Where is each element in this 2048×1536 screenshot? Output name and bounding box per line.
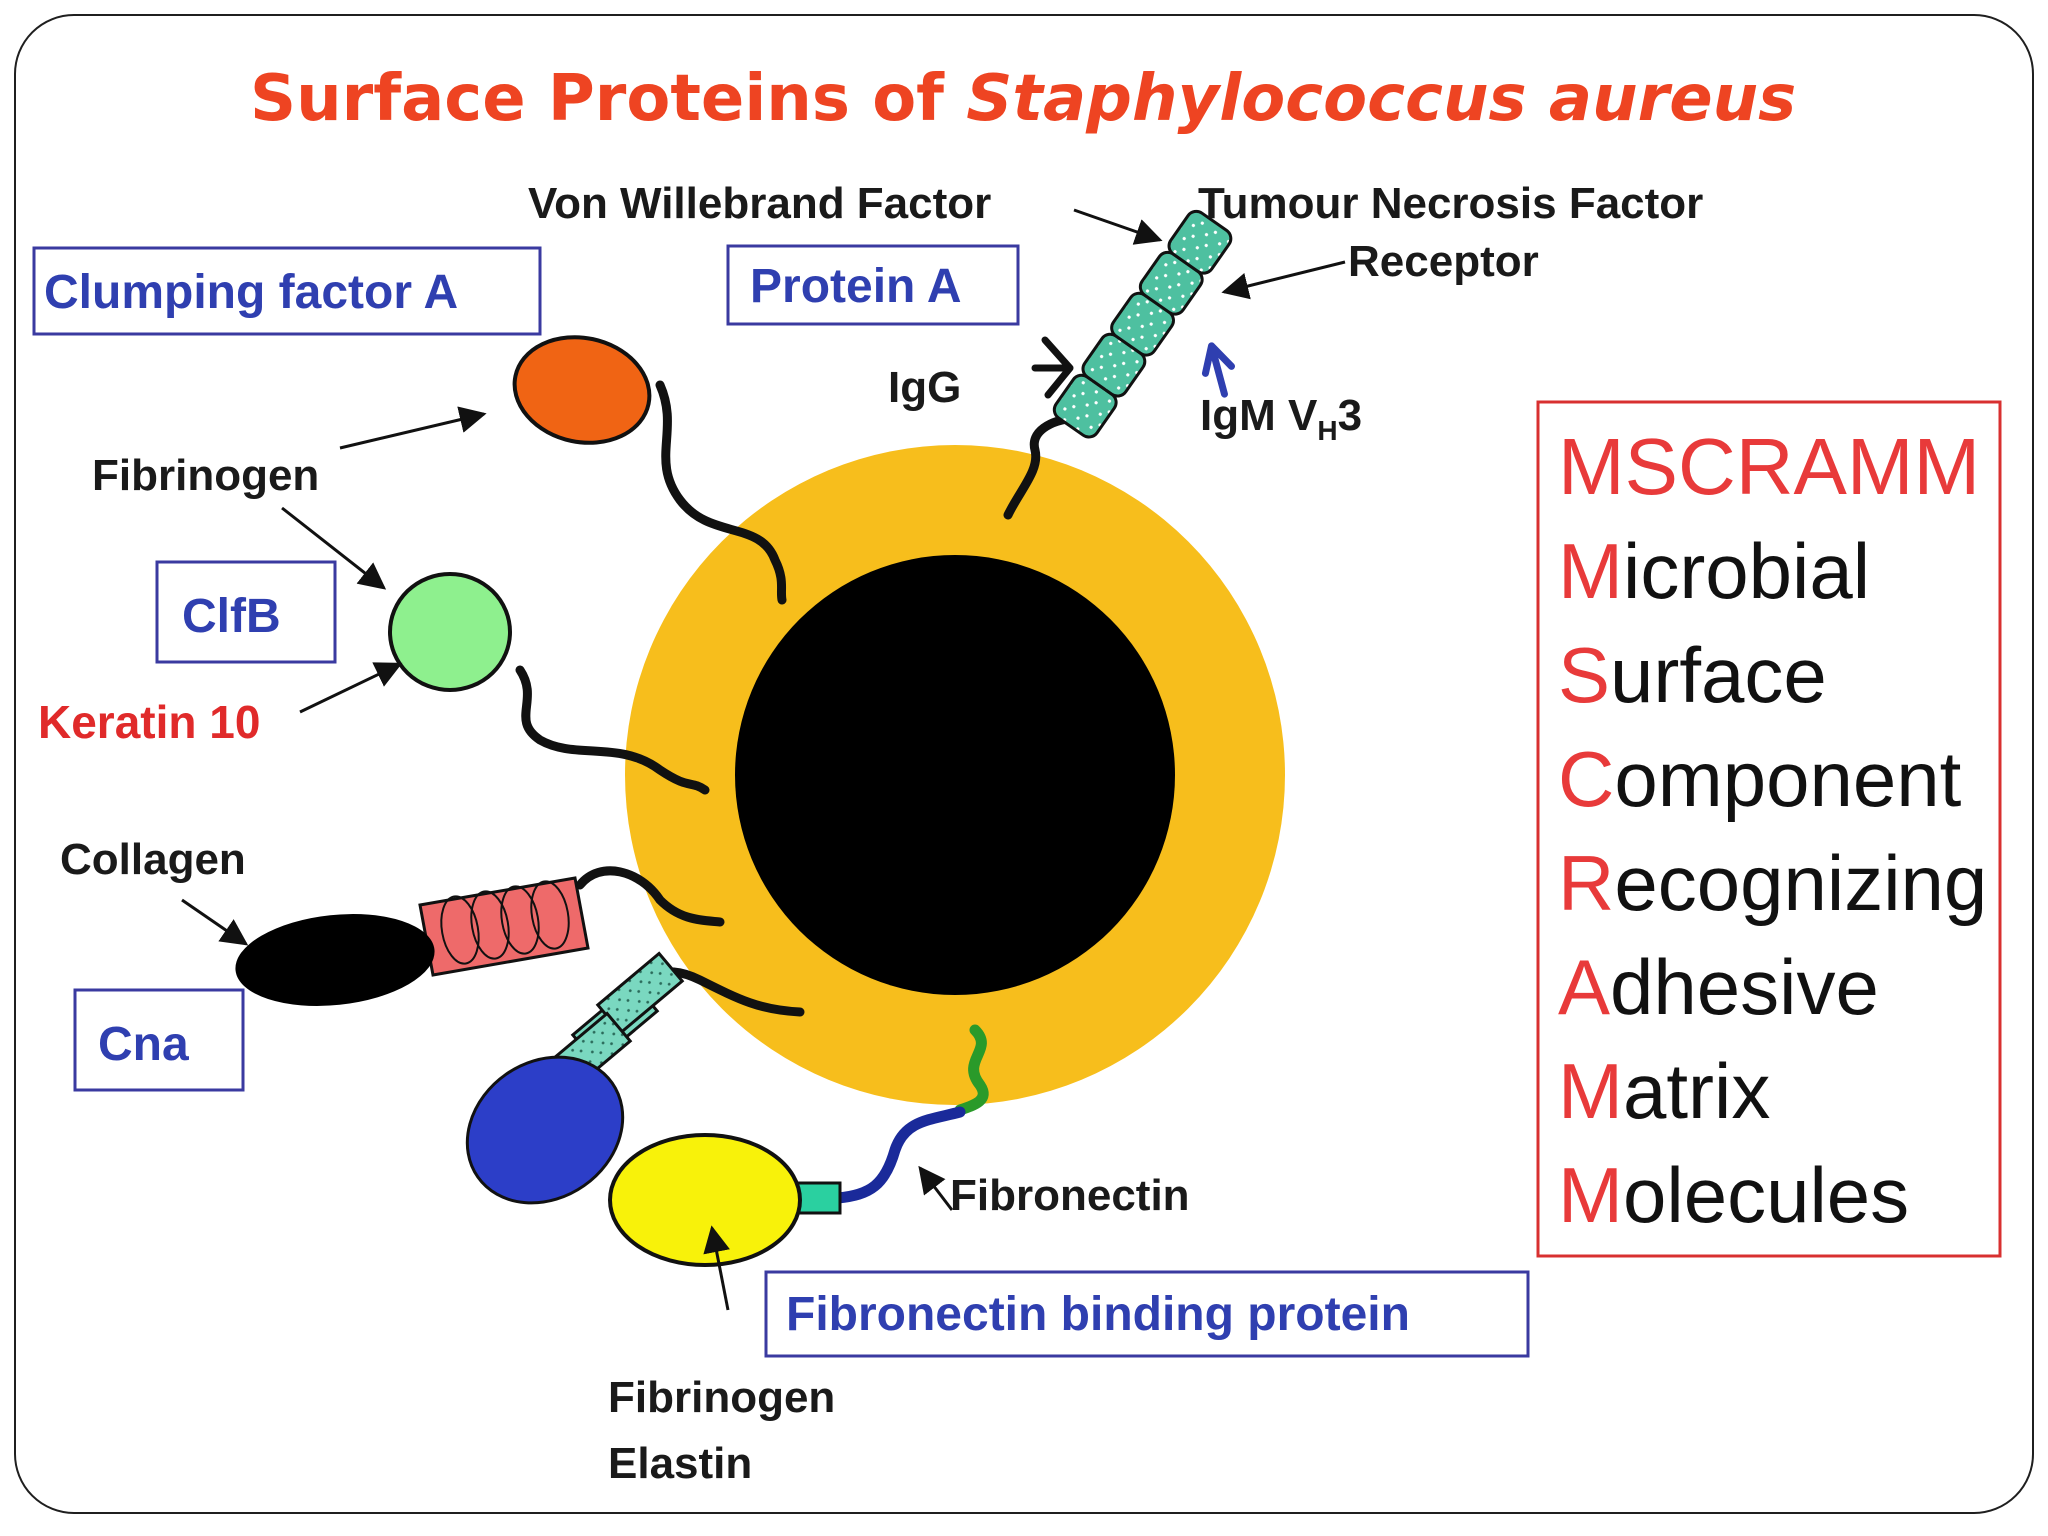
arrow-collagen [181,898,249,946]
arrow-fibronectin [918,1165,954,1211]
acronym-word: Molecules [1558,1151,1909,1239]
keratin-label: Keratin 10 [38,696,260,748]
cna-helix [418,876,590,977]
acronym-word: Matrix [1558,1047,1770,1135]
clfb-label-box [155,560,337,664]
acronym-word: Surface [1558,631,1827,719]
collagen-label: Collagen [60,835,246,884]
acronym-word: Component [1558,735,1962,823]
fnbp-tail [832,1106,966,1204]
clfb-protein [388,572,512,692]
protein-a-label: Protein A [750,260,962,313]
arrow-fibrinogen-elastin [703,1225,730,1311]
mscramm-title: MSCRAMM [1558,422,1980,511]
elastin-label: Elastin [608,1439,752,1488]
fibrinogen-label: Fibrinogen [92,451,319,500]
arrow-tnf-receptor [1221,260,1346,300]
igm-antibody-icon [1201,342,1236,398]
blue-protein-domains [543,951,685,1095]
fibrinogen-fnbp-label: Fibrinogen [608,1373,835,1422]
igg-label: IgG [888,363,961,412]
slide-title: Surface Proteins of Staphylococcus aureu… [250,62,1796,136]
clfb-tether [515,665,710,795]
fnbp-label: Fibronectin binding protein [786,1288,1410,1341]
vwf-label: Von Willebrand Factor [528,179,991,228]
acronym-word: Adhesive [1558,943,1879,1031]
acronym-word: Microbial [1558,527,1870,615]
cna-label-box [73,988,245,1092]
blue-protein [465,1055,625,1205]
acronym-word: Recognizing [1558,839,1987,927]
fibronectin-label: Fibronectin [950,1171,1190,1220]
fnbp-green-tip [954,1024,989,1116]
arrow-fibrinogen-clfb [281,506,387,590]
fnbp-label-box [764,1270,1530,1358]
protein-a-tether [1003,413,1080,520]
tnf-label: Tumour Necrosis Factor [1198,179,1703,228]
clfa-label-box [32,246,542,336]
arrow-vwf [1073,208,1163,245]
cna-label: Cna [98,1018,189,1071]
protein-a-label-box [726,244,1020,326]
clfb-label: ClfB [182,590,281,643]
cna-protein [235,914,435,1006]
protein-a-domains [1052,209,1233,439]
igg-antibody-icon [1031,336,1074,399]
clfa-protein [512,335,652,445]
clfa-label: Clumping factor A [44,266,458,319]
mscramm-box [1536,400,2002,1258]
igm-label: IgM VH3 [1200,391,1362,446]
fnbp-protein [608,1133,802,1267]
cell-core [735,555,1175,995]
clfa-tether [655,380,787,605]
arrow-keratin [299,662,403,714]
cna-tether [575,866,725,927]
tnf-receptor-label: Receptor [1348,237,1539,286]
arrow-fibrinogen-clfa [339,406,487,450]
